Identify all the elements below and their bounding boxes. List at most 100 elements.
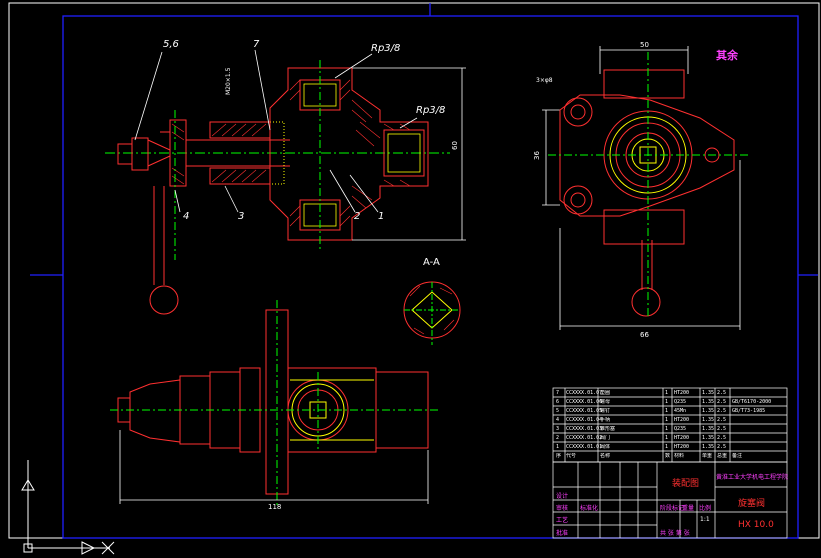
parts-row-4-no: 4 [556,417,560,423]
parts-row-7-b: 2.5 [717,390,727,396]
dim-height-60: 60 [451,141,459,150]
parts-row-3-code: CCXXXX.01.03 [566,426,603,432]
parts-row-2-qty: 1 [665,435,669,441]
callout-rp-right: Rp3/8 [416,105,446,116]
parts-row-5-a: 1.35 [702,408,715,414]
parts-row-2-name: 阀门 [600,435,611,441]
parts-row-2-b: 2.5 [717,435,727,441]
callout-3: 3 [238,211,245,222]
leader-lines [134,49,418,213]
callout-2: 2 [354,211,361,222]
top-view [110,300,440,505]
valve-body [269,67,429,241]
tb-approve: 批准 [556,530,569,537]
parts-row-5-qty: 1 [665,408,669,414]
tb-drawing-name: 装配图 [672,479,700,489]
parts-row-6-name: 螺母 [600,399,611,405]
dim-right-36: 36 [533,151,541,160]
parts-row-5-code: CCXXXX.01.05 [566,408,603,414]
parts-row-1-no: 1 [556,444,560,450]
handle-block [160,119,187,187]
parts-row-7-a: 1.35 [702,390,715,396]
parts-row-1-name: 阀体 [600,444,611,450]
parts-row-7-no: 7 [556,390,560,396]
section-label-aa: A-A [423,257,440,268]
parts-row-5-b: 2.5 [717,408,727,414]
parts-header-6: 总重 [717,453,728,459]
parts-header-2: 名称 [600,453,611,459]
parts-row-7-code: CCXXXX.01.07 [566,390,603,396]
parts-row-1-mat: HT200 [674,444,690,450]
ucs-icon [21,460,115,555]
tb-stage: 阶段标记 [660,505,685,512]
parts-row-6-qty: 1 [665,399,669,405]
tb-title: 旋塞阀 [738,499,766,509]
parts-row-5-name: 螺钉 [600,408,611,414]
tb-school: 黄淮工业大学机电工程学院 [716,474,789,481]
parts-row-7-qty: 1 [665,390,669,396]
dim-width-50: 50 [640,41,649,49]
parts-row-2-mat: HT200 [674,435,690,441]
parts-row-1-a: 1.35 [702,444,715,450]
parts-header-3: 数 [665,453,671,459]
parts-row-3-no: 3 [556,426,560,432]
parts-header-4: 材料 [674,453,685,459]
callout-7: 7 [253,39,260,50]
title-block-grid [552,461,788,539]
parts-row-2-a: 1.35 [702,435,715,441]
tb-craft: 工艺 [556,517,569,524]
parts-header-1: 代号 [566,453,577,459]
parts-row-3-qty: 1 [665,426,669,432]
nut-screw [117,137,171,171]
parts-row-1-qty: 1 [665,444,669,450]
valve-body-hatch [289,79,411,227]
parts-row-3-a: 1.35 [702,426,715,432]
parts-row-4-name: 手柄 [600,417,611,423]
drawing-frame [8,2,820,539]
parts-row-3-name: 锥形塞 [600,426,616,432]
vertical-center-lines [174,60,321,260]
tb-weight: 重量 [682,505,695,512]
dim-bottom-66: 66 [640,331,649,339]
callout-5-6: 5,6 [163,39,179,50]
parts-row-7-mat: HT200 [674,390,690,396]
roughness-note: 其余 [716,49,738,62]
tb-checker: 审核 [556,505,569,512]
tb-scale-value: 1:1 [700,516,710,523]
dim-total-118: 118 [268,503,282,511]
parts-row-6-b: 2.5 [717,399,727,405]
parts-row-4-mat: HT200 [674,417,690,423]
callout-rp-top: Rp3/8 [371,43,401,54]
side-view [542,46,748,330]
callout-4: 4 [183,211,190,222]
parts-row-2-no: 2 [556,435,560,441]
parts-row-4-a: 1.35 [702,417,715,423]
parts-row-6-mat: Q235 [674,399,687,405]
handle-lever [149,186,179,315]
parts-row-4-b: 2.5 [717,417,727,423]
dim-hole-3phi8: 3×φ8 [536,77,553,84]
parts-row-6-std: GB/T6170-2000 [732,399,772,405]
parts-row-5-mat: 45Mn [674,408,687,414]
border-frame [30,3,818,539]
plug-hatch [211,123,267,183]
handle-block-hatch [171,123,185,185]
parts-row-6-no: 6 [556,399,560,405]
thread-label: M20×1.5 [225,67,232,95]
parts-row-4-qty: 1 [665,417,669,423]
section-aa [403,281,461,345]
parts-header-0: 序 [556,453,562,459]
parts-row-1-b: 2.5 [717,444,727,450]
parts-row-1-code: CCXXXX.01.01 [566,444,603,450]
callout-1: 1 [378,211,385,222]
parts-row-6-code: CCXXXX.01.06 [566,399,603,405]
tb-std: 标准化 [580,505,599,512]
dim-60 [352,67,466,241]
parts-row-5-std: GB/T73-1985 [732,408,766,414]
parts-row-4-code: CCXXXX.01.04 [566,417,603,423]
front-view [105,49,466,315]
parts-row-6-a: 1.35 [702,399,715,405]
parts-row-5-no: 5 [556,408,560,414]
parts-header-5: 单重 [702,453,713,459]
